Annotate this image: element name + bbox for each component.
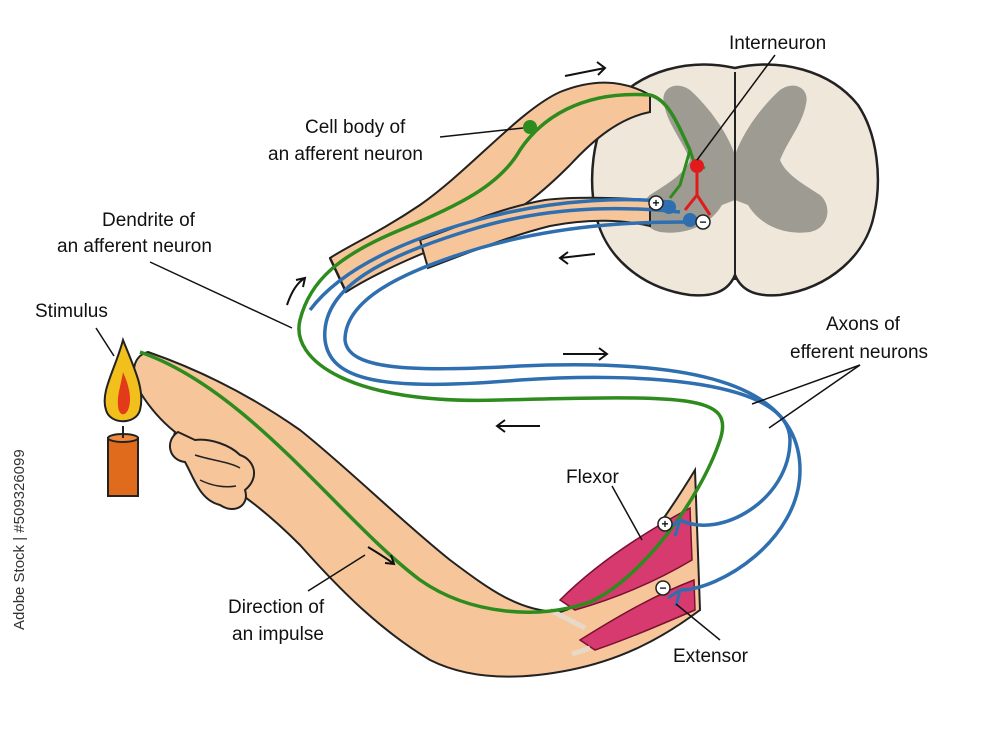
flexor-muscle [558, 506, 693, 611]
muscles [548, 506, 696, 657]
spinal-cord-section [590, 63, 880, 297]
extensor-inhibitory-sign: − [659, 581, 666, 595]
flexor-excitatory-sign: + [661, 517, 668, 531]
efferent-cell-body-extensor [683, 213, 697, 227]
direction-label-line1: Direction of [228, 597, 325, 618]
interneuron-cell [683, 159, 712, 216]
arrow-icon [564, 61, 607, 77]
extensor-label: Extensor [673, 646, 749, 667]
arrow-icon [367, 546, 396, 566]
axons-label-line2: efferent neurons [790, 342, 928, 363]
direction-label-line2: an impulse [232, 624, 324, 645]
hand-fingers [169, 430, 255, 510]
afferent-cell-body [523, 120, 537, 134]
leader-lines [95, 54, 861, 641]
dendrite-label-line1: Dendrite of [102, 210, 196, 231]
cell-body-label-line1: Cell body of [305, 117, 406, 138]
flexor-label: Flexor [566, 467, 619, 488]
extensor-muscle [578, 578, 696, 651]
excitatory-sign: + [652, 196, 659, 210]
stock-watermark: Adobe Stock | #509326099 [11, 449, 28, 630]
impulse-arrows [286, 61, 609, 566]
inhibitory-sign: − [699, 215, 706, 229]
interneuron-label: Interneuron [729, 33, 826, 54]
candle-stimulus [103, 336, 143, 497]
arrow-icon [286, 276, 307, 306]
dendrite-label-line2: an afferent neuron [57, 236, 212, 257]
synapse-signs: + − + − [648, 195, 711, 596]
stimulus-label: Stimulus [35, 301, 108, 322]
arrow-icon [495, 419, 540, 433]
efferent-cell-body-flexor [662, 200, 676, 214]
arrow-icon [563, 347, 609, 361]
nerve-bundle [328, 81, 651, 294]
efferent-neurons [308, 197, 802, 607]
axons-label-line1: Axons of [826, 314, 901, 335]
arm [132, 350, 702, 678]
cell-body-label-line2: an afferent neuron [268, 144, 423, 165]
arrow-icon [558, 251, 596, 265]
